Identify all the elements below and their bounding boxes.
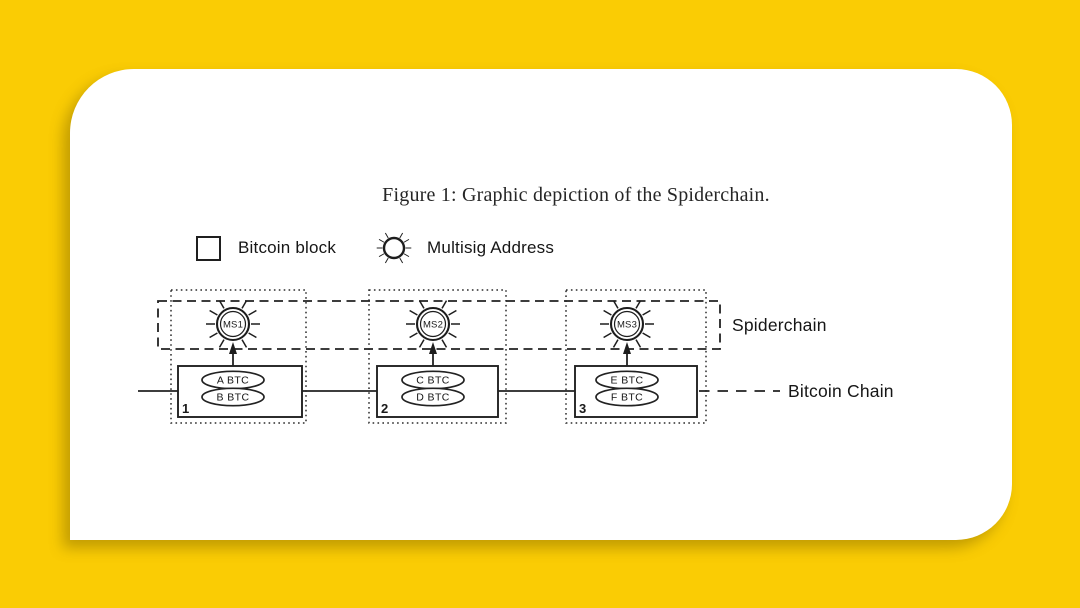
multisig-circle <box>609 306 645 342</box>
legend-item-multisig: Multisig Address <box>372 229 554 267</box>
unit-frame-3 <box>565 289 707 424</box>
utxo-label: E BTC <box>611 375 644 387</box>
block-number: 1 <box>182 401 189 416</box>
legend: Bitcoin block Multisig Address <box>196 232 554 264</box>
utxo-label: A BTC <box>217 375 249 387</box>
spiderchain-diagram: A BTC B BTC 1 MS1 C BTC D BTC 2 <box>138 289 894 424</box>
multisig-node-3: MS3 <box>599 299 655 349</box>
unit-3: E BTC F BTC 3 MS3 <box>574 299 698 418</box>
unit-frame-2 <box>368 289 507 424</box>
funding-arrow-head <box>429 342 437 354</box>
block-number: 2 <box>381 401 388 416</box>
utxo-label: C BTC <box>416 375 450 387</box>
figure-caption: Figure 1: Graphic depiction of the Spide… <box>382 184 770 206</box>
multisig-circle <box>215 306 251 342</box>
legend-label-bitcoin-block: Bitcoin block <box>238 238 337 257</box>
block-number: 3 <box>579 401 586 416</box>
unit-2: C BTC D BTC 2 MS2 <box>376 299 499 418</box>
multisig-address-icon <box>376 232 412 264</box>
utxo-ellipse <box>595 387 659 407</box>
unit-frame-1 <box>170 289 307 424</box>
multisig-circle-inner <box>419 310 447 338</box>
multisig-circle <box>415 306 451 342</box>
spiderchain-band <box>157 300 721 350</box>
multisig-label: MS2 <box>423 320 443 331</box>
multisig-circle <box>382 236 406 260</box>
utxo-label: F BTC <box>611 392 643 404</box>
funding-arrow-head <box>623 342 631 354</box>
utxo-label: D BTC <box>416 392 450 404</box>
spiderchain-label: Spiderchain <box>732 315 827 335</box>
unit-1: A BTC B BTC 1 MS1 <box>177 299 303 418</box>
multisig-circle-inner <box>613 310 641 338</box>
multisig-label: MS3 <box>617 320 637 331</box>
multisig-node-1: MS1 <box>205 299 261 349</box>
funding-arrow-head <box>229 342 237 354</box>
multisig-label: MS1 <box>223 320 243 331</box>
utxo-ellipse <box>401 387 465 407</box>
bitcoin-block-icon <box>196 235 221 261</box>
legend-item-bitcoin-block: Bitcoin block <box>196 235 337 261</box>
multisig-node-2: MS2 <box>405 299 461 349</box>
utxo-label: B BTC <box>217 392 250 404</box>
multisig-circle-inner <box>219 310 247 338</box>
legend-label-multisig: Multisig Address <box>427 238 555 257</box>
utxo-ellipse <box>201 387 265 407</box>
figure-card: Figure 1: Graphic depiction of the Spide… <box>70 69 1012 540</box>
bitcoin-chain-label: Bitcoin Chain <box>788 381 894 401</box>
